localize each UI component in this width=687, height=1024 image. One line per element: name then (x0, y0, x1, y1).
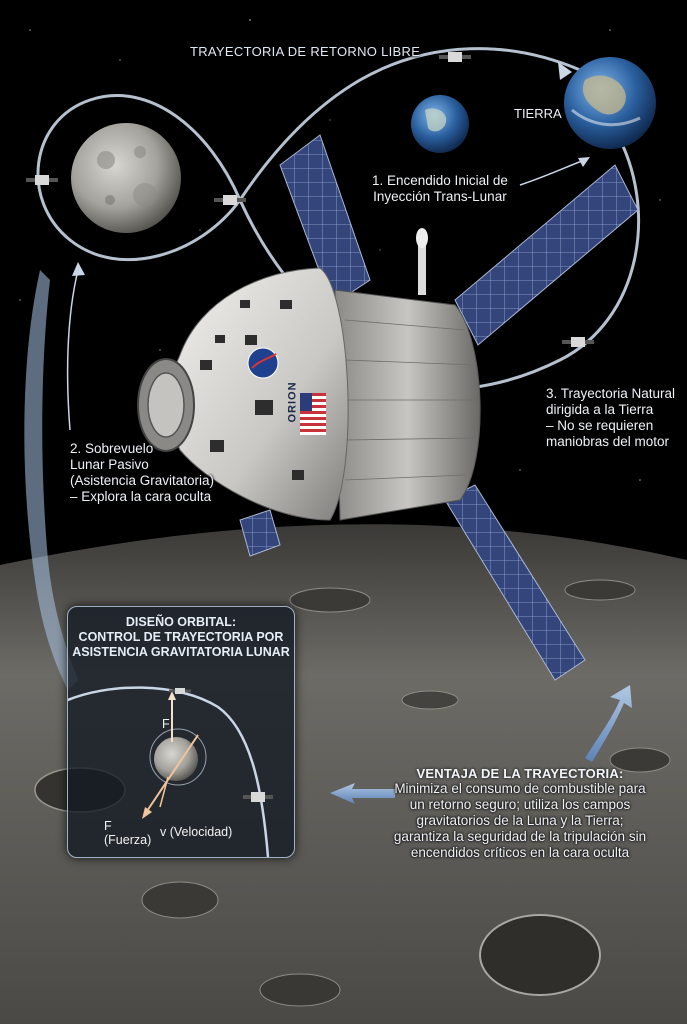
earth (564, 57, 656, 149)
arrow-to-spacecraft (585, 685, 632, 762)
service-module (334, 289, 481, 521)
step1-pointer (519, 159, 586, 186)
spacecraft-marker-4 (562, 337, 594, 347)
velocity-label: v (Velocidad) (160, 825, 233, 839)
spacecraft-marker-2 (26, 175, 58, 185)
solar-array-bottom-left (239, 509, 281, 557)
nasa-logo (247, 347, 279, 379)
trajectory-title: TRAYECTORIA DE RETORNO LIBRE (190, 44, 421, 59)
spacecraft-marker-3 (214, 195, 246, 205)
force-label: F (Fuerza) (104, 819, 152, 847)
velocity-arrowhead (142, 807, 152, 819)
gravity-vector (159, 776, 169, 808)
advantage-body: Minimiza el consumo de combustible para … (393, 781, 647, 860)
return-trajectory (469, 129, 641, 390)
orion-spacecraft (137, 134, 639, 681)
starfield (19, 19, 661, 481)
earth-label: TIERRA (514, 106, 562, 121)
solar-array-top-left (279, 134, 371, 306)
velocity-vector (144, 734, 199, 815)
orion-wordmark: ORION (286, 381, 299, 423)
free-return-trajectory (36, 47, 581, 322)
swoosh-to-inset (24, 270, 78, 690)
arrow-to-inset (330, 783, 395, 804)
inset-spacecraft-top (169, 688, 191, 694)
inset-moon (154, 737, 198, 781)
inset-spacecraft-right (243, 792, 273, 802)
step2-label: 2. Sobrevuelo Lunar Pasivo (Asistencia G… (70, 441, 215, 504)
inset-diagram (68, 686, 273, 857)
moon (71, 123, 181, 233)
step1-label: 1. Encendido Inicial de Inyección Trans-… (372, 173, 508, 204)
force-arrowhead (168, 691, 176, 700)
step2-arrowhead (72, 262, 85, 276)
us-flag (300, 393, 326, 435)
solar-array-top-right (454, 164, 639, 346)
step2-pointer (66, 269, 79, 431)
arrowhead-to-earth (558, 62, 572, 80)
step3-label: 3. Trayectoria Natural dirigida a la Tie… (546, 386, 676, 449)
spacecraft-marker-1 (439, 52, 471, 62)
force-symbol: F (162, 717, 170, 731)
step1-arrowhead (578, 157, 590, 167)
earth-small (411, 95, 469, 153)
advantage-title: VENTAJA DE LA TRAYECTORIA: (416, 766, 624, 781)
orbital-design-inset: DISEÑO ORBITAL: CONTROL DE TRAYECTORIA P… (67, 606, 295, 858)
inset-orbit-ring (149, 728, 207, 786)
inset-title: DISEÑO ORBITAL: CONTROL DE TRAYECTORIA P… (72, 615, 290, 659)
trajectory-advantage: VENTAJA DE LA TRAYECTORIA: Minimiza el c… (370, 766, 670, 861)
